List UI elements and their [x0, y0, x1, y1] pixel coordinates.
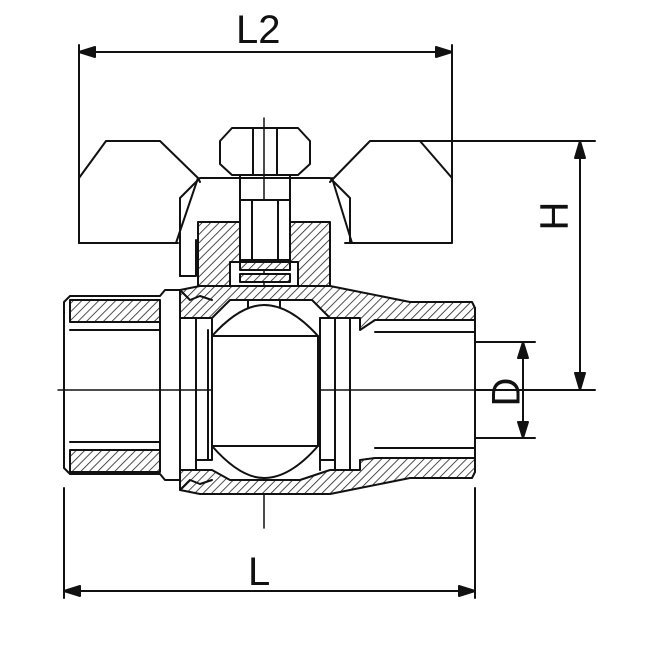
dimension-d: [474, 341, 536, 439]
hex-nut: [219, 127, 311, 201]
body-joint: [179, 289, 213, 491]
stem-housing: [197, 199, 331, 333]
dimension-l: [63, 487, 476, 599]
valve-body: [63, 285, 476, 495]
dimension-h-label: H: [532, 201, 577, 231]
ball: [211, 304, 319, 479]
dimension-h: [414, 140, 596, 391]
butterfly-handle: [78, 140, 453, 277]
dimension-l-label: L: [248, 550, 271, 594]
dimension-d-label: D: [484, 377, 529, 407]
dimension-l2-label: L2: [236, 8, 281, 52]
